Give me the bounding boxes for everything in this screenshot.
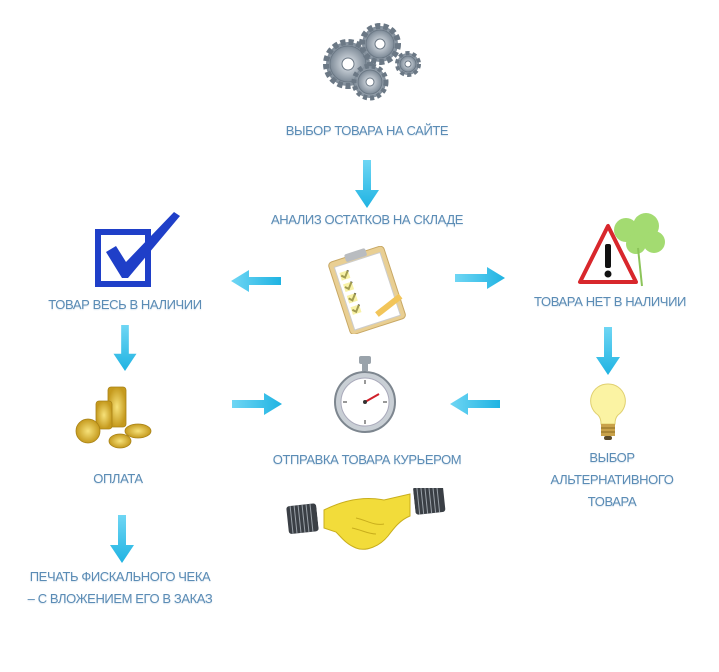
gears-icon bbox=[323, 23, 421, 101]
arrow-right-icon bbox=[455, 267, 505, 289]
arrow-down-icon bbox=[110, 515, 134, 563]
label-payment: ОПЛАТА bbox=[93, 471, 143, 486]
arrow-left-icon bbox=[450, 393, 500, 415]
label-out-of-stock: ТОВАРА НЕТ В НАЛИЧИИ bbox=[534, 294, 686, 309]
arrow-down-icon bbox=[113, 325, 137, 371]
checkbox-icon bbox=[95, 212, 180, 287]
coins-icon bbox=[75, 386, 152, 449]
handshake-icon bbox=[286, 488, 446, 550]
label-line: ПЕЧАТЬ ФИСКАЛЬНОГО ЧЕКА bbox=[29, 569, 211, 584]
arrow-right-icon bbox=[232, 393, 282, 415]
label-line: ВЫБОР bbox=[589, 450, 635, 465]
label-alternative: ВЫБОР АЛЬТЕРНАТИВНОГО ТОВАРА bbox=[551, 447, 674, 513]
warning-icon bbox=[578, 213, 665, 287]
arrow-left-icon bbox=[231, 270, 281, 292]
label-receipt: ПЕЧАТЬ ФИСКАЛЬНОГО ЧЕКА – С ВЛОЖЕНИЕМ ЕГ… bbox=[28, 566, 213, 610]
lightbulb-icon bbox=[590, 383, 626, 440]
label-line: – С ВЛОЖЕНИЕМ ЕГО В ЗАКАЗ bbox=[27, 591, 213, 606]
label-line: АЛЬТЕРНАТИВНОГО bbox=[550, 472, 674, 487]
arrow-down-icon bbox=[596, 327, 620, 375]
label-in-stock: ТОВАР ВЕСЬ В НАЛИЧИИ bbox=[48, 297, 202, 312]
label-line: ТОВАРА bbox=[587, 494, 637, 509]
label-stock-analysis: АНАЛИЗ ОСТАТКОВ НА СКЛАДЕ bbox=[270, 212, 464, 227]
arrow-down-icon bbox=[355, 160, 379, 208]
stopwatch-icon bbox=[334, 356, 396, 433]
clipboard-icon bbox=[328, 246, 406, 334]
label-select-product: ВЫБОР ТОВАРА НА САЙТЕ bbox=[285, 123, 449, 138]
label-courier: ОТПРАВКА ТОВАРА КУРЬЕРОМ bbox=[272, 452, 462, 467]
